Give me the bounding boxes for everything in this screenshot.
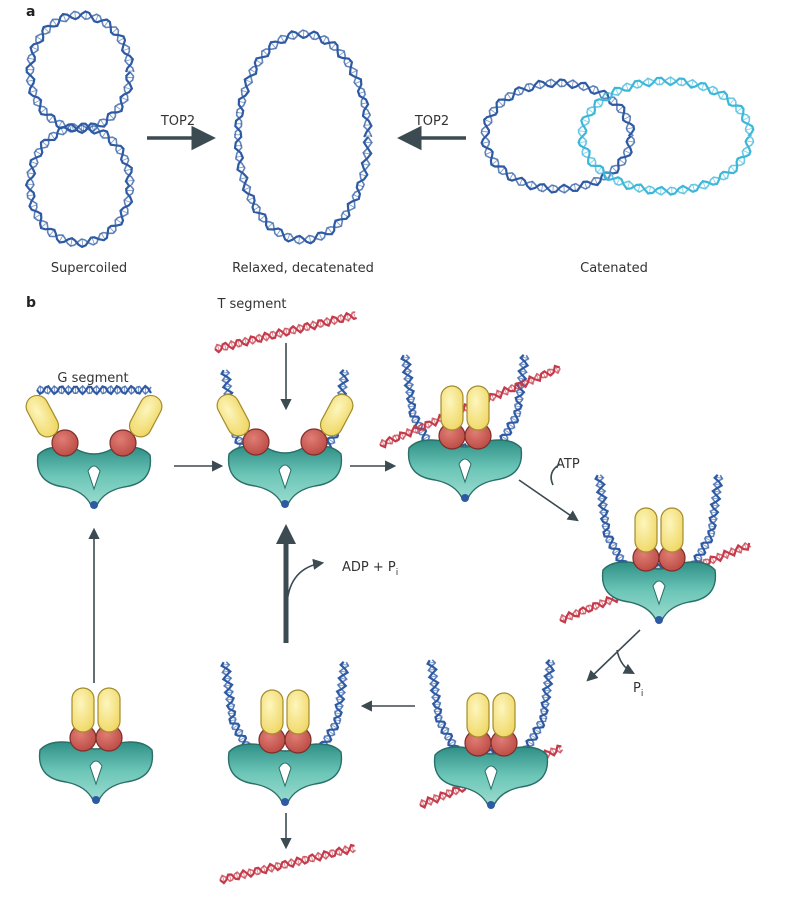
state4-g-dna-left: [594, 474, 628, 568]
catenated-blue-ring: [480, 78, 636, 194]
adp-main: ADP + P: [342, 560, 396, 575]
g-segment-label: G segment: [57, 371, 128, 386]
t-segment-dna: [214, 311, 358, 354]
adp-sub: i: [396, 568, 399, 578]
pi-release-curve: [616, 649, 635, 675]
atp-label: ATP: [556, 457, 580, 472]
enzyme-state-2: [216, 393, 354, 508]
top2-label-right: TOP2: [414, 114, 449, 129]
caption-relaxed: Relaxed, decatenated: [232, 261, 374, 276]
panel-b-letter: b: [26, 295, 36, 311]
enzyme-state-5: [227, 689, 343, 806]
supercoiled-lower-loop: [24, 122, 135, 249]
enzyme-state-3: [407, 385, 523, 502]
caption-supercoiled: Supercoiled: [51, 261, 127, 276]
state5-g-dna-left: [220, 661, 254, 755]
atp-input-curve: [550, 463, 561, 486]
pi-sub: i: [641, 689, 644, 699]
pi-label: Pi: [633, 681, 643, 699]
g-segment-dna: [36, 384, 152, 396]
enzyme-state-6: [433, 692, 549, 809]
enzyme-state-4: [601, 507, 717, 624]
released-t-dna: [219, 843, 357, 885]
state3-g-dna-right: [496, 354, 530, 449]
catenated-cyan-ring: [577, 76, 755, 196]
t-segment-label: T segment: [216, 297, 286, 312]
panel-b-enzymes: [25, 385, 717, 809]
enzyme-state-1: [25, 394, 163, 509]
relaxed-circle: [233, 29, 373, 245]
arrow-atp-step: [518, 479, 579, 522]
caption-catenated: Catenated: [580, 261, 648, 276]
panel-a-dna: [24, 10, 755, 249]
adp-label: ADP + Pi: [342, 560, 398, 578]
state5-g-dna-right: [316, 661, 350, 756]
pi-main: P: [633, 681, 641, 696]
state6-g-dna-left: [426, 659, 460, 753]
state4-g-dna-right: [690, 474, 724, 569]
adp-release-curve: [286, 558, 325, 604]
top2-label-left: TOP2: [160, 114, 195, 129]
state6-g-dna-right: [522, 659, 556, 754]
panel-a-letter: a: [26, 4, 35, 20]
arrow-pi-step: [586, 629, 641, 682]
supercoiled-upper-loop: [25, 10, 135, 135]
enzyme-state-7: [38, 687, 154, 804]
